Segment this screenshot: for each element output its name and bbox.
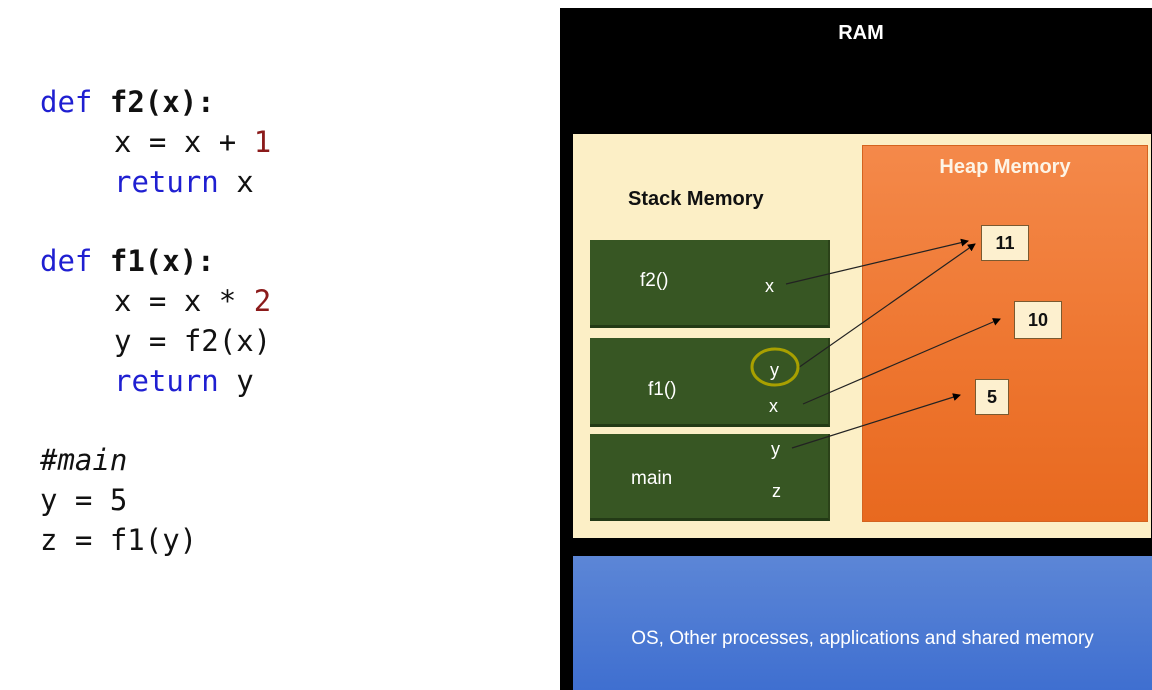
ram-diagram: RAM Stack Memory f2() x f1() y x main y … (560, 8, 1152, 690)
frame-var-x: x (769, 396, 778, 416)
frame-var-x: x (765, 276, 774, 296)
frame-var-y: y (770, 360, 779, 380)
code-line-def-f1: def f1(x): (40, 241, 271, 281)
stack-frame-f1: f1() y x (590, 338, 830, 427)
code-line-main-assign: y = 5 (40, 483, 128, 517)
os-memory-label: OS, Other processes, applications and sh… (631, 628, 1094, 649)
heap-object-10: 10 (1014, 301, 1062, 339)
keyword-def: def (40, 244, 93, 278)
ram-title: RAM (838, 22, 884, 44)
stack-frame-main: main y z (590, 434, 830, 521)
process-memory-area: Stack Memory f2() x f1() y x main y z He… (573, 134, 1151, 538)
code-line-f2-return: return x (40, 162, 271, 202)
frame-name: main (631, 468, 673, 489)
heap-memory-title: Heap Memory (939, 156, 1071, 178)
keyword-return: return (114, 165, 219, 199)
code-number: 1 (253, 125, 272, 159)
code-text: x = x * (114, 284, 254, 318)
code-panel: def f2(x): x = x + 1 return x def f1(x):… (40, 82, 271, 560)
frame-var-y: y (771, 439, 780, 459)
code-text: y (218, 364, 254, 398)
code-line-f1-return: return y (40, 361, 271, 401)
code-line-f2-assign: x = x + 1 (40, 122, 271, 162)
heap-object-5: 5 (975, 379, 1009, 415)
code-line-f1-assign: x = x * 2 (40, 281, 271, 321)
code-line-main-call: z = f1(y) (40, 523, 198, 557)
heap-object-11: 11 (981, 225, 1029, 261)
code-text: x = x + (114, 125, 254, 159)
keyword-def: def (40, 85, 93, 119)
code-text: y = f2(x) (114, 324, 272, 358)
code-number: 2 (253, 284, 272, 318)
stack-memory-title: Stack Memory (628, 188, 764, 210)
code-line-def-f2: def f2(x): (40, 82, 271, 122)
frame-name: f2() (640, 270, 669, 291)
keyword-return: return (114, 364, 219, 398)
frame-var-z: z (772, 481, 781, 501)
function-signature-f1: f1(x): (109, 244, 215, 278)
code-line-f1-call: y = f2(x) (40, 321, 271, 361)
os-memory-area: OS, Other processes, applications and sh… (573, 556, 1152, 690)
code-text: x (218, 165, 254, 199)
function-signature-f2: f2(x): (109, 85, 215, 119)
code-comment-main: #main (40, 443, 128, 477)
heap-memory: Heap Memory 11 10 5 (862, 145, 1148, 522)
stack-frame-f2: f2() x (590, 240, 830, 328)
frame-name: f1() (648, 379, 677, 400)
